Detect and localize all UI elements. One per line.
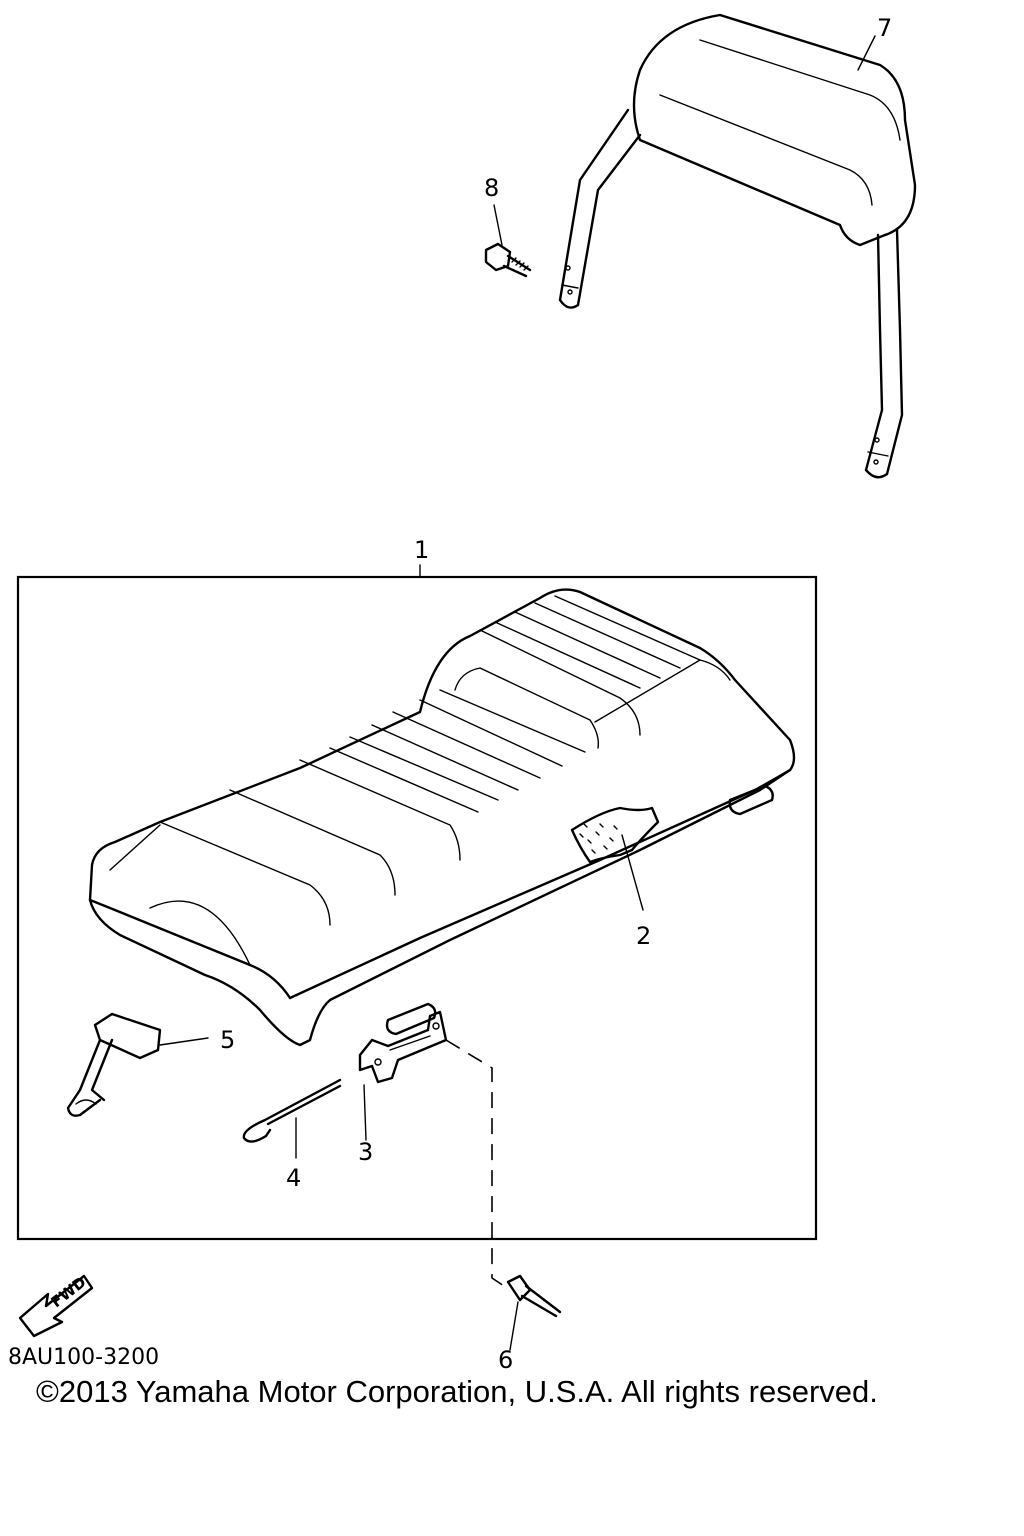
leader-line-6: [509, 1301, 519, 1351]
bolt-part-8: [484, 242, 532, 278]
callout-8: 8: [484, 174, 499, 202]
rivet-part-6: [506, 1274, 562, 1318]
callout-2: 2: [636, 922, 651, 950]
dashed-leader-6: [445, 1039, 511, 1291]
leader-line-2: [621, 834, 644, 911]
fwd-arrow-icon: FWD: [18, 1273, 94, 1338]
rod-part-4: [242, 1078, 342, 1159]
callout-5: 5: [220, 1026, 235, 1054]
part-code: 8AU100-3200: [8, 1345, 159, 1370]
backrest-part-7: [558, 13, 917, 479]
leader-line-7: [857, 35, 876, 71]
callout-4: 4: [286, 1164, 301, 1192]
lock-bracket-part-5: [66, 1012, 209, 1117]
assembly-frame: [16, 575, 818, 1241]
callout-3: 3: [358, 1138, 373, 1166]
leader-line-8: [493, 204, 503, 246]
callout-7: 7: [877, 14, 892, 42]
seat-assembly: [88, 588, 796, 1047]
callout-1: 1: [414, 536, 429, 564]
copyright-notice: ©2013 Yamaha Motor Corporation, U.S.A. A…: [36, 1374, 878, 1409]
callout-6: 6: [498, 1346, 513, 1374]
